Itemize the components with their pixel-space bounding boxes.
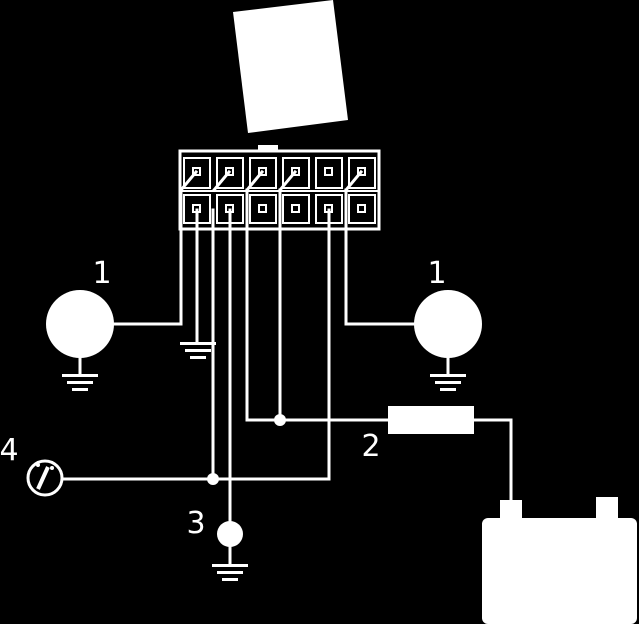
label-gauge: 4 (0, 433, 19, 468)
ground-symbol-lamp-right (430, 374, 466, 391)
battery (482, 497, 637, 624)
battery-body (482, 518, 637, 624)
gauge: 4 (0, 433, 64, 497)
module-ground (180, 208, 216, 359)
label-fuse: 2 (361, 429, 380, 464)
sensor: 3 (186, 208, 248, 581)
control-unit (233, 0, 348, 133)
label-lamp-right: 1 (427, 256, 446, 291)
battery-terminal-left (500, 500, 522, 522)
power-wire (245, 188, 513, 502)
gauge-wire (60, 208, 331, 485)
connector-latch (258, 145, 278, 153)
label-sensor: 3 (186, 506, 205, 541)
fuse: 2 (361, 406, 474, 464)
ground-symbol-lamp-left (62, 374, 98, 391)
junction-dot-power (274, 414, 286, 426)
lamp-right: 1 (344, 188, 482, 391)
ground-symbol-sensor (212, 564, 248, 581)
connector-upper-row (183, 157, 376, 189)
junction-dot-gauge (207, 473, 219, 485)
connector-jumpers (178, 169, 364, 193)
battery-terminal-right (596, 497, 618, 522)
label-lamp-left: 1 (92, 256, 111, 291)
lamp-left: 1 (46, 188, 183, 391)
